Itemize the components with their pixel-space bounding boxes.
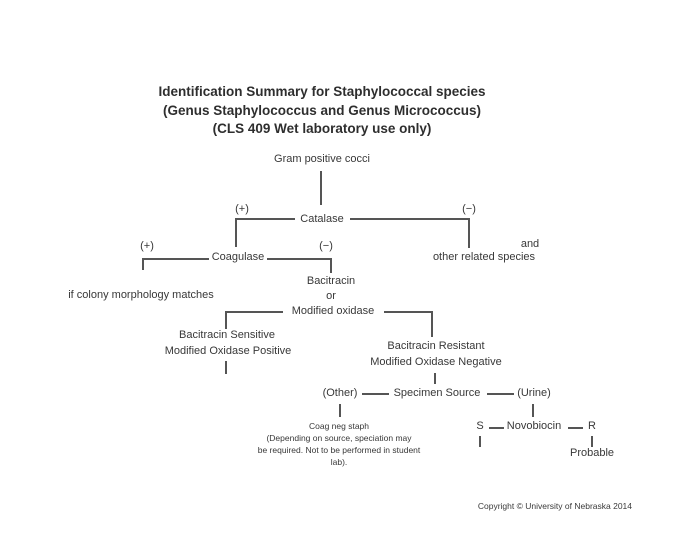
node-other-related-species: other related species xyxy=(432,251,536,263)
connector-gram-to-catalase xyxy=(320,171,322,205)
connector-sensitive-down xyxy=(225,361,227,374)
title-line-3: (CLS 409 Wet laboratory use only) xyxy=(212,121,432,136)
node-bacitracin: Bacitracin xyxy=(306,275,356,287)
connector-novobiocin-r xyxy=(568,427,583,429)
connector-oxidase-right xyxy=(384,311,433,313)
note-line-2: (Depending on source, speciation may xyxy=(266,433,412,443)
connector-oxidase-left-down xyxy=(225,311,227,329)
node-if-colony-morphology: if colony morphology matches xyxy=(68,289,214,301)
connector-s-novobiocin xyxy=(489,427,504,429)
node-or-label: or xyxy=(326,290,336,302)
connector-specimen-urine xyxy=(487,393,514,395)
connector-urine-down xyxy=(532,404,534,417)
copyright-text: Copyright © University of Nebraska 2014 xyxy=(477,501,632,511)
connector-resistant-down xyxy=(434,373,436,384)
node-modified-oxidase-negative: Modified Oxidase Negative xyxy=(370,356,502,368)
note-line-4: lab). xyxy=(330,457,348,467)
connector-oxidase-left xyxy=(226,311,283,313)
title-line-1: Identification Summary for Staphylococca… xyxy=(158,84,486,99)
label-catalase-positive: (+) xyxy=(235,203,249,215)
node-coag-neg-staph-note: Coag neg staph (Depending on source, spe… xyxy=(258,420,421,468)
note-line-3: be required. Not to be performed in stud… xyxy=(257,445,421,455)
node-other-source: (Other) xyxy=(322,387,358,399)
connector-coagulase-neg-down xyxy=(330,258,332,273)
note-line-1: Coag neg staph xyxy=(308,421,370,431)
connector-coagulase-right xyxy=(267,258,332,260)
node-novobiocin: Novobiocin xyxy=(506,420,562,432)
node-modified-oxidase: Modified oxidase xyxy=(291,305,375,317)
label-novobiocin-susceptible: S xyxy=(476,420,484,432)
connector-coagulase-pos-down xyxy=(142,258,144,270)
connector-oxidase-right-down xyxy=(431,311,433,337)
connector-r-down xyxy=(591,436,593,447)
node-bacitracin-sensitive: Bacitracin Sensitive xyxy=(179,329,275,341)
connector-catalase-neg-down xyxy=(468,218,470,248)
connector-other-down xyxy=(339,404,341,417)
flowchart-title: Identification Summary for Staphylococca… xyxy=(158,83,485,139)
connector-coagulase-left xyxy=(143,258,209,260)
connector-other-specimen xyxy=(362,393,389,395)
connector-s-down xyxy=(479,436,481,447)
node-catalase: Catalase xyxy=(300,213,344,225)
connector-catalase-right xyxy=(350,218,470,220)
node-gram-positive-cocci: Gram positive cocci xyxy=(274,153,370,165)
node-and-label: and xyxy=(520,238,540,250)
connector-catalase-left xyxy=(236,218,295,220)
connector-catalase-pos-down xyxy=(235,218,237,247)
node-modified-oxidase-positive: Modified Oxidase Positive xyxy=(164,345,292,357)
title-line-2: (Genus Staphylococcus and Genus Micrococ… xyxy=(162,102,482,118)
label-coagulase-negative: (−) xyxy=(319,240,333,252)
node-bacitracin-resistant: Bacitracin Resistant xyxy=(387,340,485,352)
label-catalase-negative: (−) xyxy=(462,203,476,215)
node-urine-source: (Urine) xyxy=(517,387,551,399)
label-novobiocin-resistant: R xyxy=(588,420,596,432)
label-coagulase-positive: (+) xyxy=(140,240,154,252)
node-specimen-source: Specimen Source xyxy=(393,387,481,399)
node-probable: Probable xyxy=(569,447,615,459)
node-coagulase: Coagulase xyxy=(211,251,265,263)
